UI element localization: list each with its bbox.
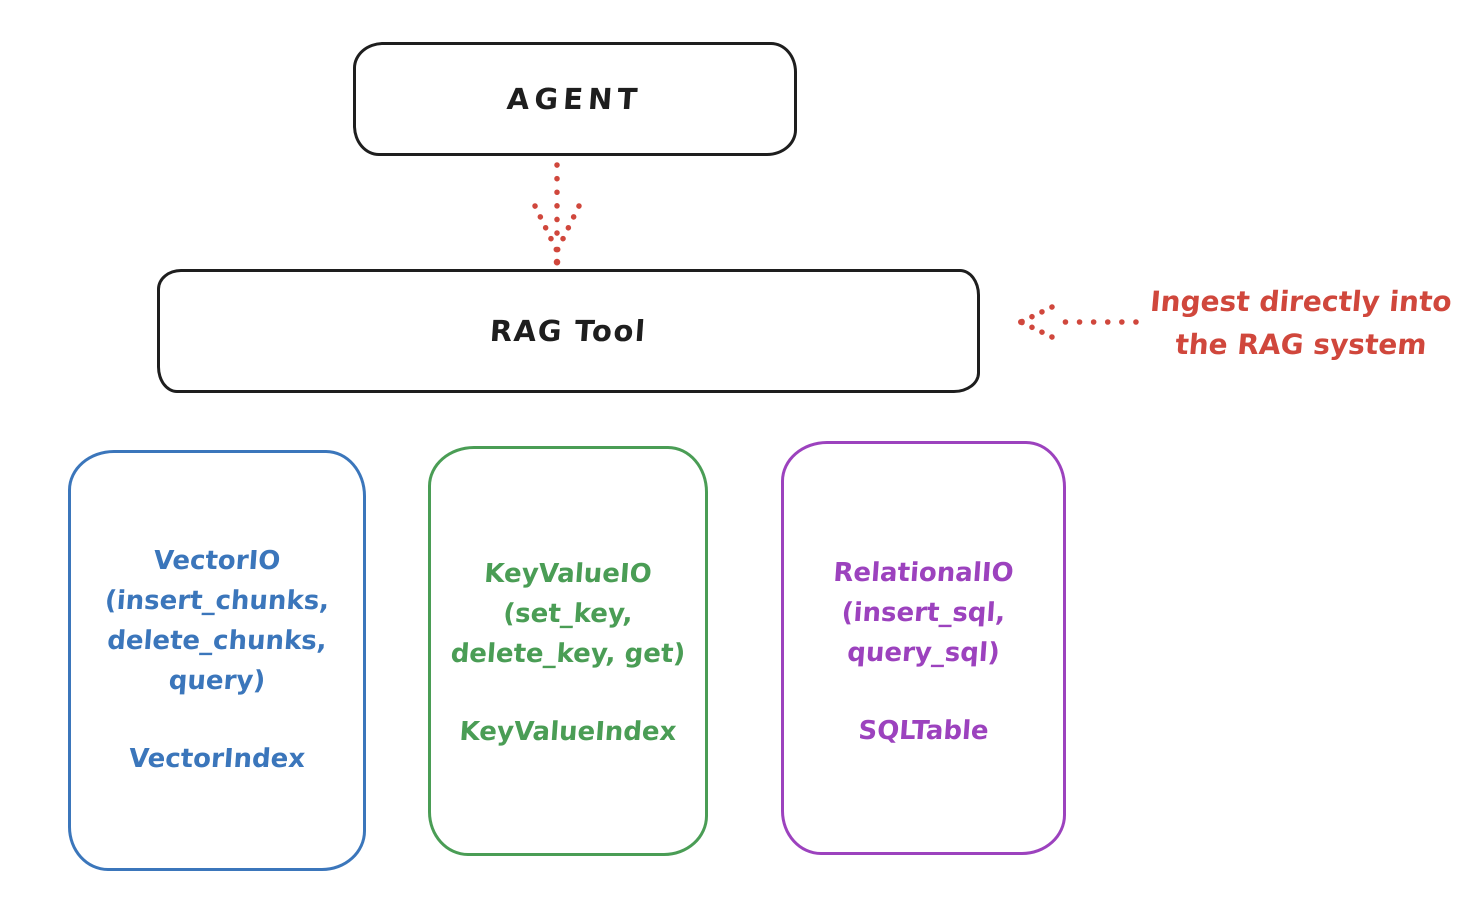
vector-io-line: (insert_chunks, (103, 586, 331, 616)
vector-io-signature: VectorIO (insert_chunks, delete_chunks, … (71, 453, 363, 701)
keyvalue-io-line: delete_key, get) (449, 639, 687, 669)
rag-tool-label: RAG Tool (489, 314, 648, 348)
relational-io-line: query_sql) (846, 638, 1001, 668)
vector-io-line: query) (167, 666, 267, 696)
keyvalue-io-line: KeyValueIO (483, 559, 653, 589)
vector-index-label: VectorIndex (127, 744, 307, 774)
relational-io-line: (insert_sql, (840, 598, 1007, 628)
agent-to-rag-arrow-icon (532, 162, 582, 266)
keyvalue-io-signature: KeyValueIO (set_key, delete_key, get) (431, 449, 705, 674)
ingest-annotation-line-2: the RAG system (1173, 328, 1429, 361)
ingest-annotation-line-1: Ingest directly into (1148, 285, 1454, 318)
relational-io-line: RelationalIO (832, 558, 1015, 588)
keyvalue-io-node: KeyValueIO (set_key, delete_key, get) Ke… (428, 446, 708, 856)
keyvalue-io-line: (set_key, (502, 599, 634, 629)
ingest-annotation: Ingest directly into the RAG system (1128, 280, 1474, 366)
relational-io-node: RelationalIO (insert_sql, query_sql) SQL… (781, 441, 1066, 855)
relational-io-signature: RelationalIO (insert_sql, query_sql) (784, 444, 1063, 673)
vector-io-node: VectorIO (insert_chunks, delete_chunks, … (68, 450, 366, 871)
vector-io-line: VectorIO (152, 546, 282, 576)
agent-node: AGENT (353, 42, 797, 156)
sql-table-label: SQLTable (857, 716, 990, 746)
ingest-arrow-icon (1018, 304, 1139, 340)
rag-tool-node: RAG Tool (157, 269, 980, 393)
keyvalue-index-label: KeyValueIndex (458, 717, 678, 747)
vector-io-line: delete_chunks, (106, 626, 328, 656)
agent-label: AGENT (506, 82, 644, 116)
